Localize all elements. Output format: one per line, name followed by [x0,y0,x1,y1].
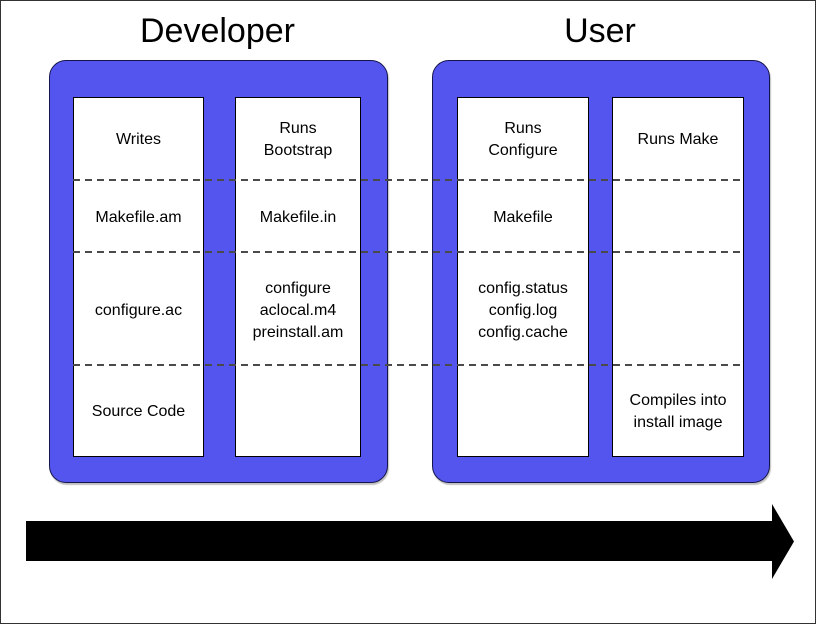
cell-bootstrap-output: configure aclocal.m4 preinstall.am [252,279,344,341]
cell-runs-configure: Runs Configure [488,120,558,159]
developer-group-title: Developer [140,12,295,50]
cell-empty [236,367,360,456]
row-separator-dashed-line [73,251,745,253]
user-configure-column: Runs Configure Makefile config.status co… [457,97,589,457]
cell-empty [458,367,588,456]
cell-writes: Writes [115,131,162,148]
cell-compiles-into: Compiles into install image [629,391,727,431]
cell-makefile: Makefile [493,209,553,226]
developer-writes-column: Writes Makefile.am configure.ac Source C… [73,97,204,457]
cell-runs-bootstrap: Runs Bootstrap [263,120,333,159]
cell-runs-make: Runs Make [637,131,719,148]
cell-empty [613,182,743,254]
cell-makefile-in: Makefile.in [259,209,337,226]
developer-bootstrap-column: Runs Bootstrap Makefile.in configure acl… [235,97,361,457]
cell-configure-output: config.status config.log config.cache [478,279,568,341]
cell-makefile-am: Makefile.am [95,209,182,226]
row-separator-dashed-line [73,364,745,366]
cell-source-code: Source Code [91,402,186,420]
row-separator-dashed-line [73,179,745,181]
cell-empty [613,254,743,367]
user-make-column: Runs Make Compiles into install image [612,97,744,457]
cell-configure-ac: configure.ac [94,301,183,319]
user-group-title: User [564,12,636,50]
